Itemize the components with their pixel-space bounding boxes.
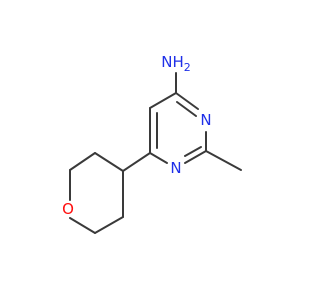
bond-c2-methyl xyxy=(205,150,242,171)
bond-oxane-a xyxy=(94,152,124,172)
bond-n3-c4 xyxy=(175,92,199,110)
bond-oxane-b xyxy=(69,152,96,171)
ring-nitrogen-upper-label: N xyxy=(200,111,211,129)
bond-c6-n1 xyxy=(149,152,168,164)
bond-n1-c2-inner xyxy=(184,146,202,157)
molecule-structure: NH2 N N O xyxy=(62,53,242,234)
bond-c6-oxane xyxy=(122,152,151,172)
ether-oxygen-label: O xyxy=(62,200,74,218)
bond-c4-c5 xyxy=(149,92,177,109)
bond-oxane-e xyxy=(94,216,124,234)
bond-n3-c4-inner xyxy=(176,101,197,117)
ring-nitrogen-lower-label: N xyxy=(170,159,181,177)
bond-oxane-d xyxy=(69,217,96,234)
amine-label: NH2 xyxy=(161,53,191,74)
bond-n1-c2 xyxy=(184,150,207,164)
